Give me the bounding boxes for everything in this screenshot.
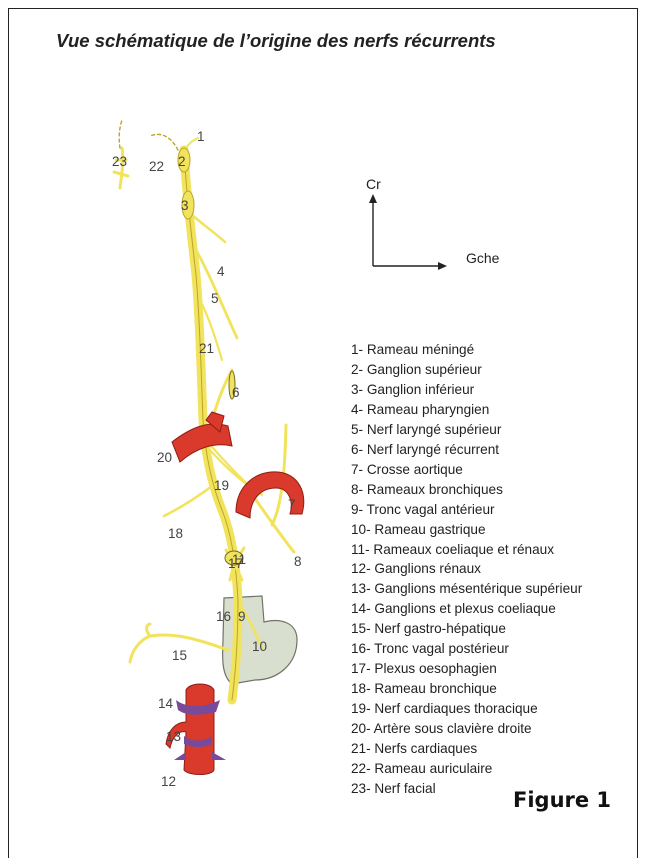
label-4: 4 (217, 264, 225, 279)
legend-item: 19- Nerf cardiaques thoracique (351, 699, 582, 719)
label-19: 19 (214, 478, 229, 493)
cranial-label: Cr (366, 176, 381, 192)
label-7: 7 (288, 497, 296, 512)
cranial-arrowhead (369, 194, 377, 203)
label-3: 3 (181, 198, 189, 213)
legend-item: 3- Ganglion inférieur (351, 380, 582, 400)
legend-item: 1- Rameau méningé (351, 340, 582, 360)
legend-item: 15- Nerf gastro-hépatique (351, 619, 582, 639)
label-1: 1 (197, 129, 205, 144)
legend-item: 8- Rameaux bronchiques (351, 480, 582, 500)
legend-item: 4- Rameau pharyngien (351, 400, 582, 420)
facial-nerve-dotted (119, 120, 122, 148)
label-21: 21 (199, 341, 214, 356)
auricular-branch (150, 134, 178, 150)
legend-item: 2- Ganglion supérieur (351, 360, 582, 380)
legend-item: 20- Artère sous clavière droite (351, 719, 582, 739)
pharyngeal-branch (192, 215, 225, 242)
legend-item: 5- Nerf laryngé supérieur (351, 420, 582, 440)
label-5: 5 (211, 291, 219, 306)
left-label: Gche (466, 250, 500, 266)
orientation-axes (369, 194, 447, 270)
legend-list: 1- Rameau méningé 2- Ganglion supérieur … (351, 340, 582, 799)
legend-item: 14- Ganglions et plexus coeliaque (351, 599, 582, 619)
legend-item: 9- Tronc vagal antérieur (351, 500, 582, 520)
label-17: 17 (228, 556, 243, 571)
label-15: 15 (172, 648, 187, 663)
label-6: 6 (232, 385, 240, 400)
label-10: 10 (252, 639, 267, 654)
label-23: 23 (112, 154, 127, 169)
label-22: 22 (149, 159, 164, 174)
legend-item: 21- Nerfs cardiaques (351, 739, 582, 759)
bronchial-branch-left (164, 486, 212, 516)
legend-item: 17- Plexus oesophagien (351, 659, 582, 679)
legend-item: 18- Rameau bronchique (351, 679, 582, 699)
legend-item: 16- Tronc vagal postérieur (351, 639, 582, 659)
label-16: 16 (216, 609, 231, 624)
legend-item: 13- Ganglions mésentérique supérieur (351, 579, 582, 599)
nerve-branches (114, 120, 294, 700)
label-12: 12 (161, 774, 176, 789)
label-8: 8 (294, 554, 302, 569)
legend-item: 10- Rameau gastrique (351, 520, 582, 540)
left-arrowhead (438, 262, 447, 270)
label-2: 2 (178, 154, 186, 169)
legend-item: 6- Nerf laryngé récurrent (351, 440, 582, 460)
subclavian-artery (172, 424, 232, 462)
figure-number-label: Figure 1 (513, 788, 611, 812)
legend-item: 22- Rameau auriculaire (351, 759, 582, 779)
legend-item: 11- Rameaux coeliaque et rénaux (351, 540, 582, 560)
label-13: 13 (166, 729, 181, 744)
label-9: 9 (238, 609, 246, 624)
legend-item: 12- Ganglions rénaux (351, 559, 582, 579)
label-18: 18 (168, 526, 183, 541)
label-14: 14 (158, 696, 174, 711)
label-20: 20 (157, 450, 172, 465)
legend-item: 7- Crosse aortique (351, 460, 582, 480)
